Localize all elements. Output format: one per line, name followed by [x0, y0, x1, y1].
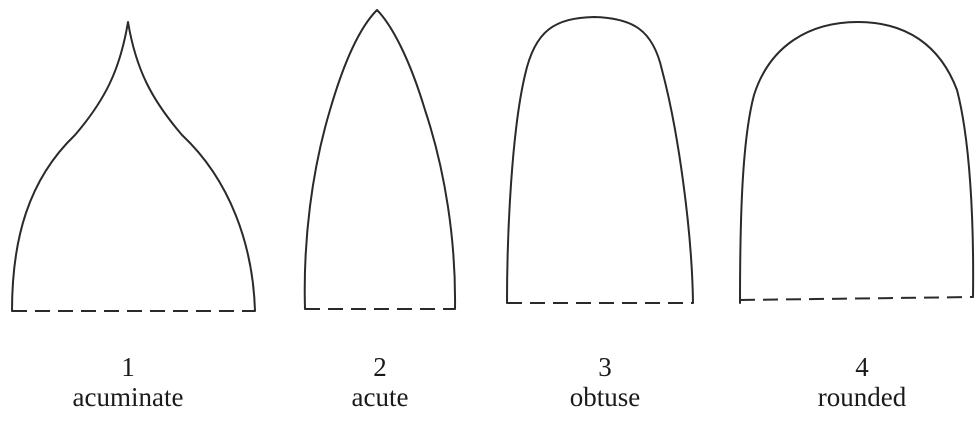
shape-number: 2	[295, 352, 465, 382]
rounded-base-line	[740, 297, 973, 300]
apex-shape-acute	[305, 10, 455, 309]
label-rounded: 4 rounded	[777, 352, 947, 412]
shape-name: obtuse	[520, 382, 690, 412]
shape-number: 1	[43, 352, 213, 382]
shape-number: 4	[777, 352, 947, 382]
shape-name: acuminate	[43, 382, 213, 412]
apex-shape-acuminate	[12, 22, 255, 311]
acute-outline	[305, 10, 455, 309]
apex-shape-obtuse	[507, 17, 693, 303]
shape-name: acute	[295, 382, 465, 412]
rounded-outline	[740, 22, 973, 303]
label-acuminate: 1 acuminate	[43, 352, 213, 412]
apex-shape-rounded	[740, 22, 973, 303]
label-acute: 2 acute	[295, 352, 465, 412]
obtuse-outline	[507, 17, 693, 303]
shape-name: rounded	[777, 382, 947, 412]
acuminate-outline	[12, 22, 255, 311]
label-obtuse: 3 obtuse	[520, 352, 690, 412]
shape-number: 3	[520, 352, 690, 382]
